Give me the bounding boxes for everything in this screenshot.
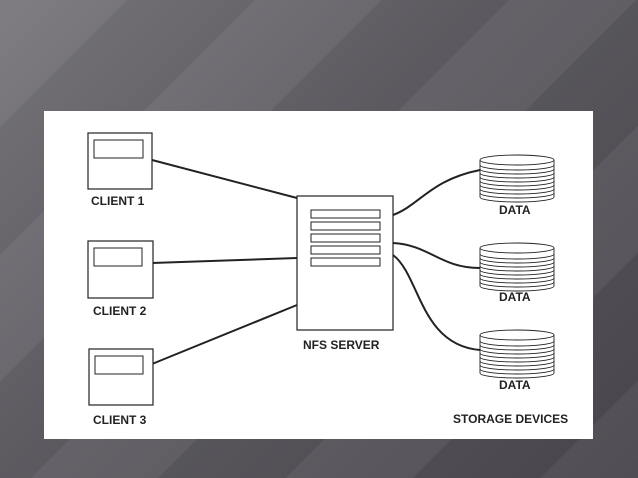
link-client-1	[151, 159, 298, 199]
server-drive-bay	[310, 209, 381, 219]
server-drive-bay	[310, 221, 381, 231]
client-1-label: CLIENT 1	[91, 194, 145, 208]
server-label: NFS SERVER	[303, 338, 380, 352]
server-drive-bay	[310, 257, 381, 267]
storage-device-1: DATA	[479, 154, 555, 217]
storage-2-label: DATA	[499, 290, 531, 304]
storage-device-2: DATA	[479, 242, 555, 304]
server-drive-bay	[310, 245, 381, 255]
storage-devices-caption: STORAGE DEVICES	[453, 412, 568, 426]
client-3: CLIENT 3	[88, 348, 154, 427]
client-3-label: CLIENT 3	[93, 413, 147, 427]
client-1: CLIENT 1	[87, 132, 153, 208]
storage-1-label: DATA	[499, 203, 531, 217]
server-drive-bay	[310, 233, 381, 243]
link-storage-3	[392, 254, 481, 351]
link-client-3	[151, 304, 298, 365]
client-2-label: CLIENT 2	[93, 304, 147, 318]
link-client-2	[151, 257, 298, 264]
link-storage-1	[392, 169, 481, 216]
storage-3-label: DATA	[499, 378, 531, 392]
nfs-server: NFS SERVER	[296, 195, 394, 352]
link-storage-2	[392, 242, 481, 269]
client-2: CLIENT 2	[87, 240, 154, 318]
storage-device-3: DATA	[479, 329, 555, 392]
